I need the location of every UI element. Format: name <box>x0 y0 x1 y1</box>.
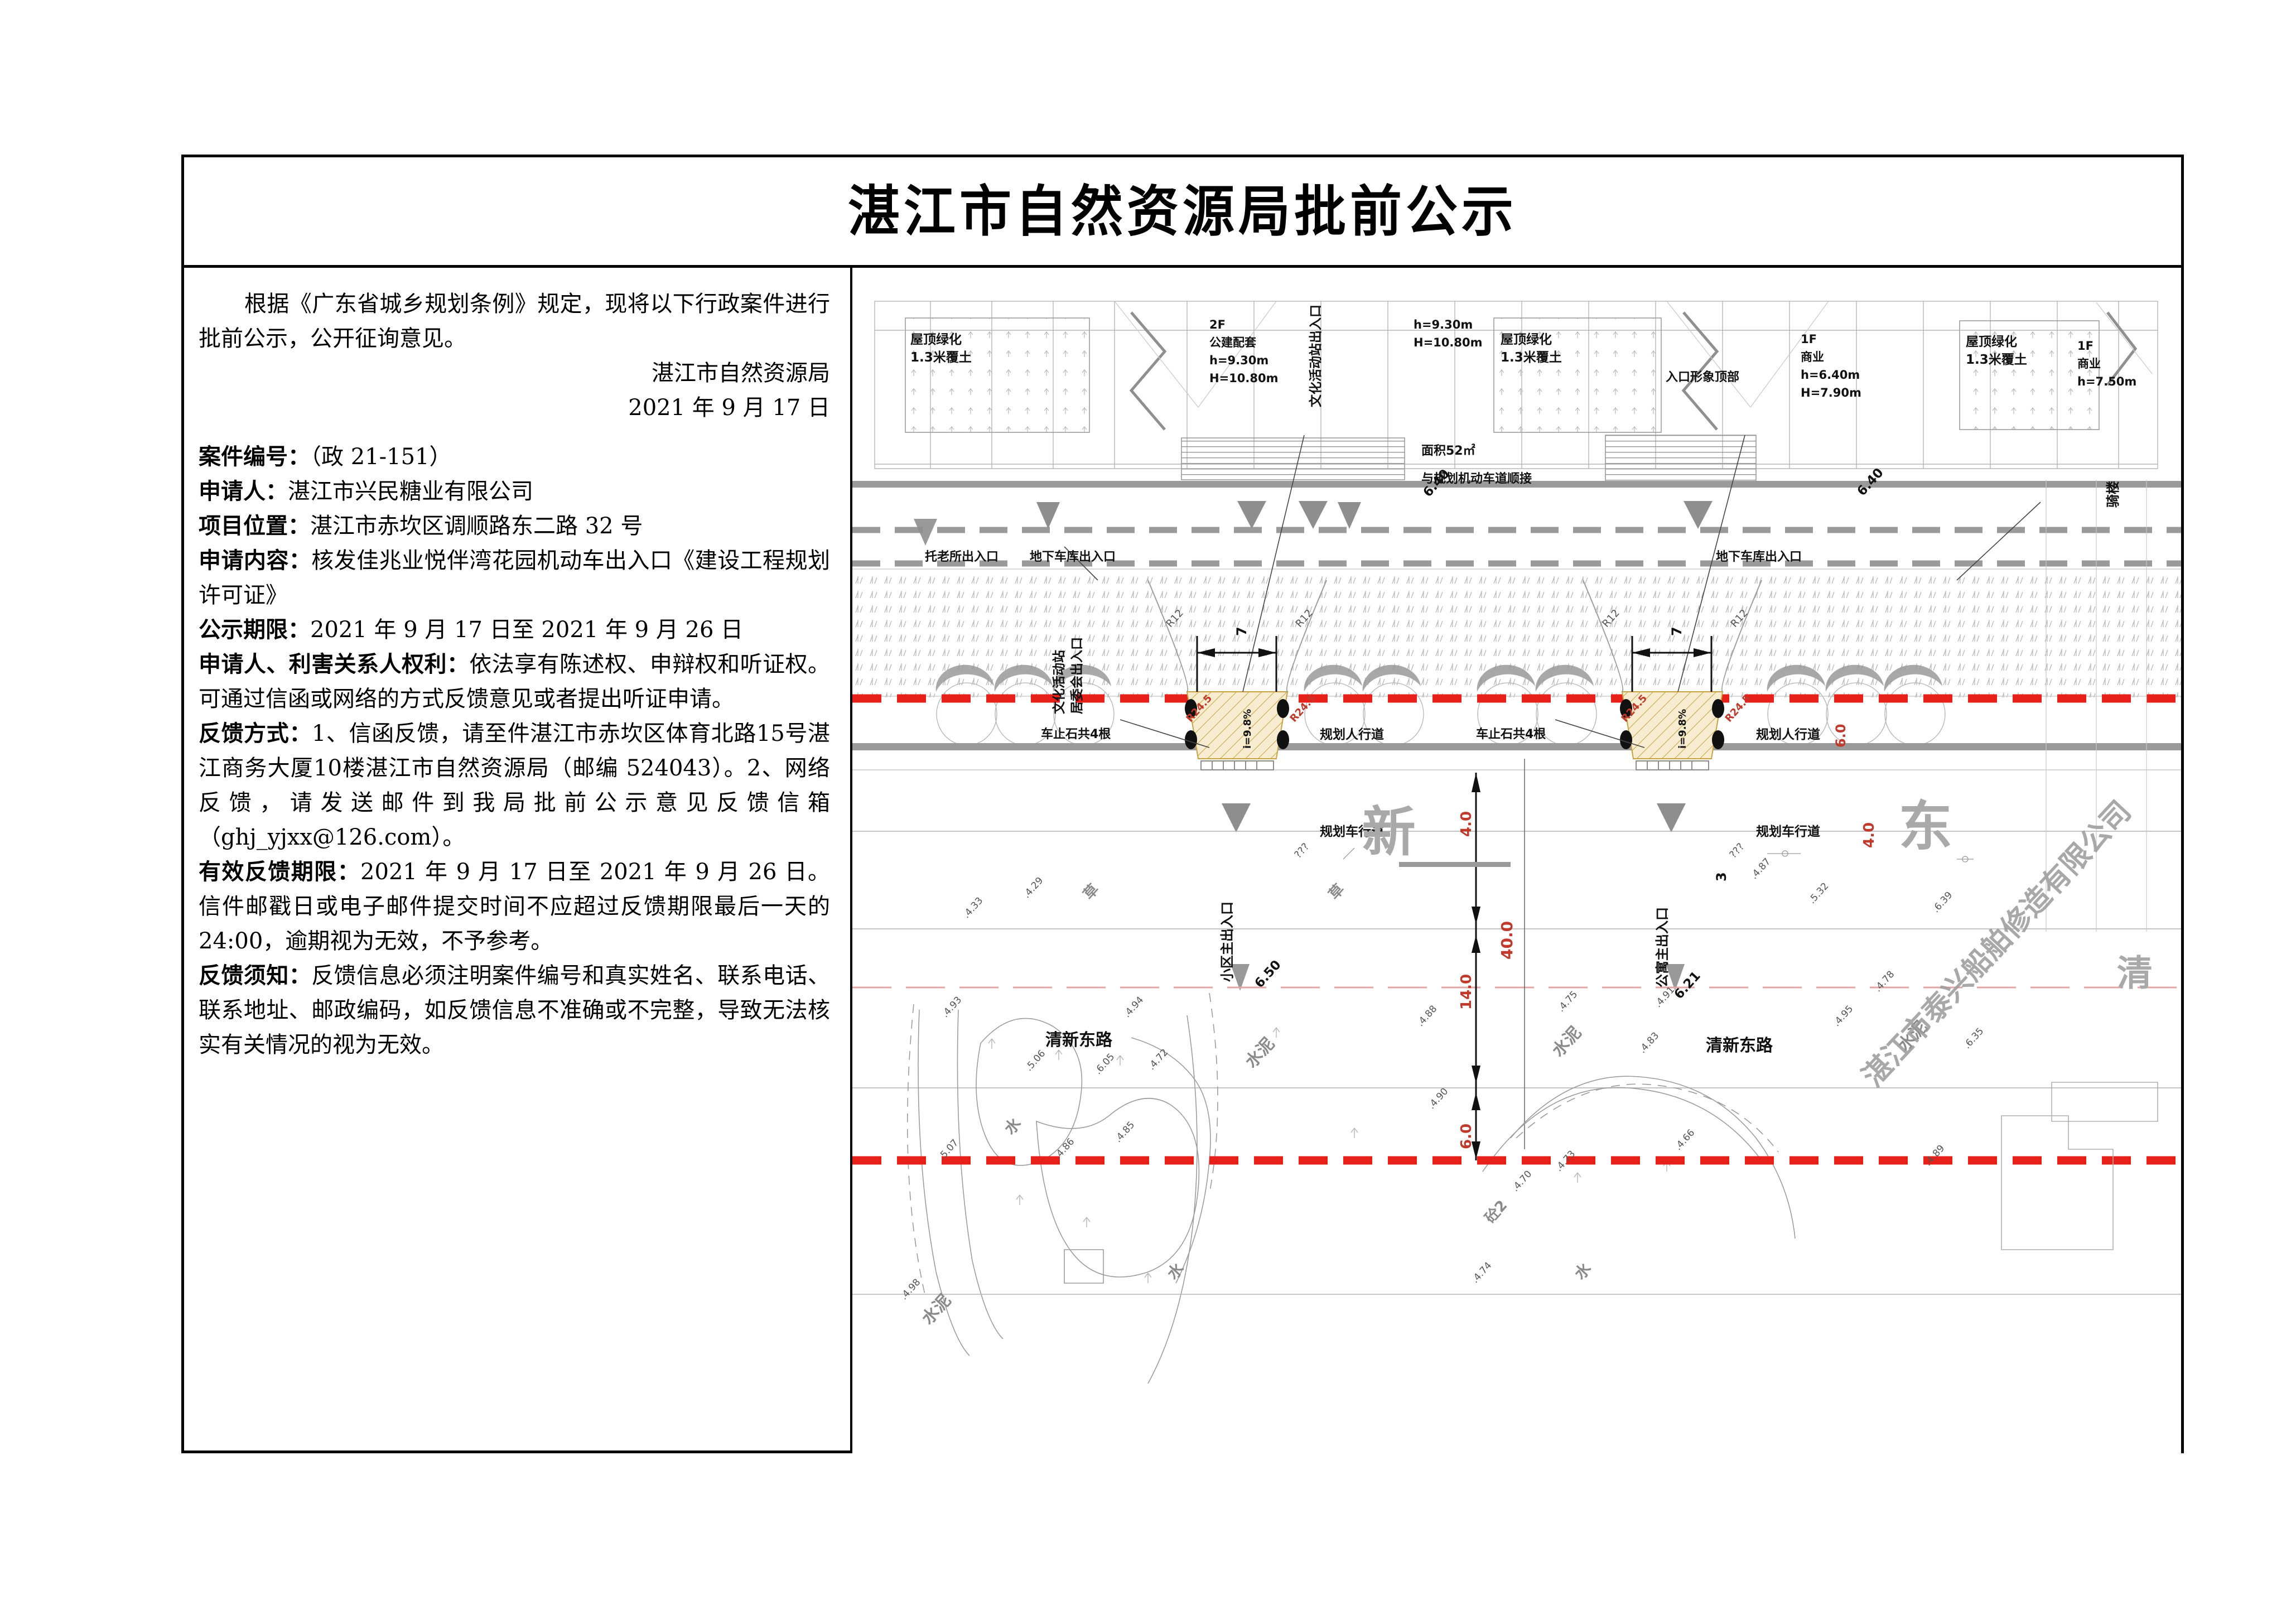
site-plan-vector <box>852 301 2181 1384</box>
drawing-label-bollards-left: 车止石共4根 <box>1041 727 1111 741</box>
field-location: 项目位置：湛江市赤坎区调顺路东二路 32 号 <box>199 509 830 543</box>
applicant-value: 湛江市兴民糖业有限公司 <box>288 479 533 504</box>
drawing-label-1f-b: 1F <box>2077 339 2094 353</box>
rights-value: 依法享有陈述权、申辩权和听证权。可通过信函或网络的方式反馈意见或者提出听证申请。 <box>199 652 831 712</box>
notes-value: 反馈信息必须注明案件编号和真实姓名、联系电话、联系地址、邮政编码，如反馈信息不准… <box>199 963 831 1058</box>
body-row: 根据《广东省城乡规划条例》规定，现将以下行政案件进行批前公示，公开征询意见。 湛… <box>184 268 2181 1453</box>
drawing-label-h930: h=9.30m <box>1209 354 1269 367</box>
period-value: 2021 年 9 月 17 日至 2021 年 9 月 26 日 <box>310 617 744 643</box>
site-plan-column: 屋顶绿化 1.3米覆土 屋顶绿化 1.3米覆土 屋顶绿化 1.3米覆土 2F 公… <box>852 268 2181 1453</box>
feedback-value: 1、信函反馈，请至件湛江市赤坎区体育北路15号湛江商务大厦10楼湛江市自然资源局… <box>199 721 830 850</box>
dimension-7-left: 7 <box>1234 627 1250 636</box>
drawing-label-elderly-exit: 托老所出入口 <box>925 550 999 564</box>
drawing-label-sidewalk-left: 规划人行道 <box>1320 727 1384 742</box>
drawing-label-roof-green-right: 屋顶绿化 <box>1966 335 2017 349</box>
dimension-4-0-right: 4.0 <box>1861 822 1878 848</box>
intro-paragraph: 根据《广东省城乡规划条例》规定，现将以下行政案件进行批前公示，公开征询意见。 <box>199 291 830 351</box>
period-label: 公示期限： <box>199 616 310 643</box>
drawing-label-garage-exit-2: 地下车库出入口 <box>1716 550 1802 564</box>
issuer-line: 湛江市自然资源局 <box>652 360 830 386</box>
drawing-label-roadway-left: 规划车行道 <box>1320 825 1384 839</box>
drawing-label-roadway-right: 规划车行道 <box>1756 825 1820 839</box>
drawing-label-commercial-a: 商业 <box>1801 350 1824 364</box>
field-case-number: 案件编号：（政 21-151） <box>199 440 830 474</box>
field-content: 申请内容：核发佳兆业悦伴湾花园机动车出入口《建设工程规划许可证》 <box>199 543 830 613</box>
drawing-label-roof-green-left: 屋顶绿化 <box>910 332 962 347</box>
notes-label: 反馈须知： <box>199 962 312 989</box>
valid-period-value: 2021 年 9 月 17 日至 2021 年 9 月 26 日。信件邮戳日或电… <box>199 859 831 954</box>
location-label: 项目位置： <box>199 513 310 539</box>
field-period: 公示期限：2021 年 9 月 17 日至 2021 年 9 月 26 日 <box>199 613 830 647</box>
drawing-label-roof-green-left-sub: 1.3米覆土 <box>910 350 972 365</box>
content-label: 申请内容： <box>199 547 312 574</box>
drawing-label-entrance-image-top: 入口形象顶部 <box>1666 370 1740 384</box>
case-number-value: （政 21-151） <box>310 444 452 470</box>
drawing-label-H1080: H=10.80m <box>1209 372 1279 385</box>
drawing-label-sidewalk-right: 规划人行道 <box>1756 727 1820 742</box>
drawing-label-h640: h=6.40m <box>1801 368 1860 382</box>
drawing-label-qingxin-road-left: 清新东路 <box>1045 1030 1112 1050</box>
dimension-7-right: 7 <box>1669 627 1685 636</box>
applicant-label: 申请人： <box>199 478 288 504</box>
drawing-label-commercial-b: 商业 <box>2077 357 2101 370</box>
drawing-label-h930-callout: h=9.30m <box>1414 318 1473 331</box>
drawing-label-ramp-area: 面积52㎡ <box>1421 444 1475 458</box>
notice-text-column: 根据《广东省城乡规划条例》规定，现将以下行政案件进行批前公示，公开征询意见。 湛… <box>184 268 852 1453</box>
drawing-label-h750: h=7.50m <box>2077 375 2137 388</box>
drawing-label-arcade: 骑楼 <box>2105 481 2121 508</box>
document-frame: 湛江市自然资源局批前公示 根据《广东省城乡规划条例》规定，现将以下行政案件进行批… <box>181 155 2184 1453</box>
field-feedback-method: 反馈方式：1、信函反馈，请至件湛江市赤坎区体育北路15号湛江商务大厦10楼湛江市… <box>199 716 830 855</box>
field-applicant: 申请人：湛江市兴民糖业有限公司 <box>199 474 830 509</box>
dimension-40-0: 40.0 <box>1498 921 1516 960</box>
dimension-14-0: 14.0 <box>1458 974 1475 1010</box>
drawing-label-qingxin-road-right: 清新东路 <box>1706 1036 1773 1056</box>
drawing-label-culture-station-exit: 文化活动站出入口 <box>1309 305 1323 407</box>
drawing-bigchar-east: 东 <box>1889 798 1953 851</box>
content-value: 核发佳兆业悦伴湾花园机动车出入口《建设工程规划许可证》 <box>199 548 831 608</box>
slope-callout: i=9.8% <box>1242 709 1253 749</box>
drawing-label-public-facility: 公建配套 <box>1209 336 1256 349</box>
title-band: 湛江市自然资源局批前公示 <box>184 157 2181 268</box>
field-notes: 反馈须知：反馈信息必须注明案件编号和真实姓名、联系电话、联系地址、邮政编码，如反… <box>199 958 830 1062</box>
drawing-label-roof-green-right-sub: 1.3米覆土 <box>1966 353 2027 367</box>
drawing-label-2f: 2F <box>1209 318 1226 331</box>
site-plan-drawing: 屋顶绿化 1.3米覆土 屋顶绿化 1.3米覆土 屋顶绿化 1.3米覆土 2F 公… <box>852 268 2181 1453</box>
drawing-label-main-entrance-left: 小区主出入口 <box>1219 902 1235 982</box>
slope-callout: i=9.8% <box>1677 709 1689 749</box>
drawing-label-committee-exit-left: 居委会出入口 <box>1070 637 1084 714</box>
location-value: 湛江市赤坎区调顺路东二路 32 号 <box>310 513 643 539</box>
drawing-label-H790: H=7.90m <box>1801 386 1861 399</box>
rights-label: 申请人、利害关系人权利： <box>199 651 470 677</box>
dimension-3: 3 <box>1714 872 1729 881</box>
drawing-label-roof-green-mid-sub: 1.3米覆土 <box>1501 350 1562 365</box>
drawing-label-1f-a: 1F <box>1801 332 1817 346</box>
page-title: 湛江市自然资源局批前公示 <box>848 179 1517 244</box>
drawing-label-culture-exit-left: 文化活动站 <box>1052 650 1067 714</box>
issue-date-line: 2021 年 9 月 17 日 <box>628 395 830 421</box>
drawing-label-garage-exit-1: 地下车库出入口 <box>1030 550 1116 564</box>
drawing-label-connect-road: 与规划机动车道顺接 <box>1421 472 1532 486</box>
valid-period-label: 有效反馈期限： <box>199 859 361 885</box>
field-valid-period: 有效反馈期限：2021 年 9 月 17 日至 2021 年 9 月 26 日。… <box>199 855 830 958</box>
drawing-label-main-entrance-right: 公寓主出入口 <box>1655 907 1670 987</box>
drawing-label-bollards-right: 车止石共4根 <box>1476 727 1546 741</box>
drawing-bigchar-qing: 清 <box>2110 954 2153 990</box>
drawing-label-roof-green-mid: 屋顶绿化 <box>1501 332 1552 347</box>
case-number-label: 案件编号： <box>199 444 310 470</box>
dimension-4-0-top: 4.0 <box>1458 811 1475 837</box>
spacer <box>199 425 830 440</box>
feedback-label: 反馈方式： <box>199 720 312 746</box>
field-rights: 申请人、利害关系人权利：依法享有陈述权、申辩权和听证权。可通过信函或网络的方式反… <box>199 647 830 716</box>
dimension-6-0: 6.0 <box>1458 1123 1475 1149</box>
dimension-6-0-right: 6.0 <box>1833 724 1849 748</box>
drawing-bigchar-new: 新 <box>1353 803 1416 857</box>
drawing-label-H1080-callout: H=10.80m <box>1414 336 1483 349</box>
